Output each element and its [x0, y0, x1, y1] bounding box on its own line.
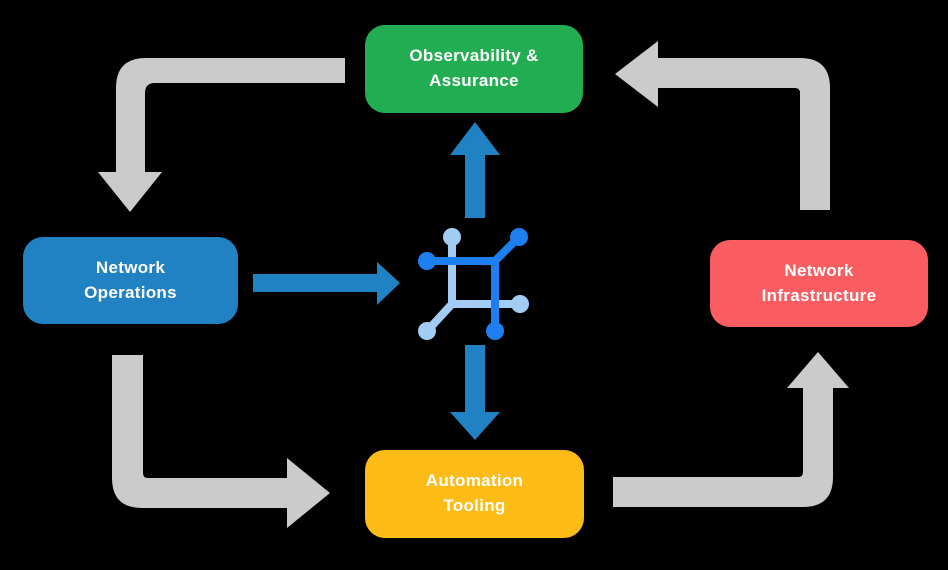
flow-arrow-icon-to-observability	[450, 122, 500, 218]
node-infrastructure-label: Network Infrastructure	[761, 260, 877, 305]
icon-node-right	[511, 295, 529, 313]
node-observability-label: Observability & Assurance	[409, 46, 539, 90]
node-automation-label: Automation Tooling	[425, 471, 524, 515]
icon-node-bottom	[486, 322, 504, 340]
cycle-arrow-operations-to-automation	[112, 355, 330, 528]
network-automation-icon	[418, 228, 529, 340]
node-automation-tooling: Automation Tooling	[365, 450, 584, 538]
node-observability-assurance: Observability & Assurance	[365, 25, 583, 113]
flow-arrow-operations-to-icon	[253, 262, 400, 305]
icon-node-left	[418, 252, 436, 270]
cycle-arrow-infrastructure-to-observability	[615, 41, 830, 210]
icon-node-top-right	[510, 228, 528, 246]
icon-node-top-left	[443, 228, 461, 246]
icon-light-nodes	[418, 228, 529, 340]
node-operations-label: Network Operations	[84, 257, 177, 302]
icon-dark-nodes	[418, 228, 528, 340]
flow-arrow-icon-to-automation	[450, 345, 500, 440]
cycle-arrow-automation-to-infrastructure	[613, 352, 849, 507]
node-network-operations: Network Operations	[23, 237, 238, 324]
cycle-arrow-observability-to-operations	[98, 58, 345, 212]
icon-node-bottom-left	[418, 322, 436, 340]
node-network-infrastructure: Network Infrastructure	[710, 240, 928, 327]
